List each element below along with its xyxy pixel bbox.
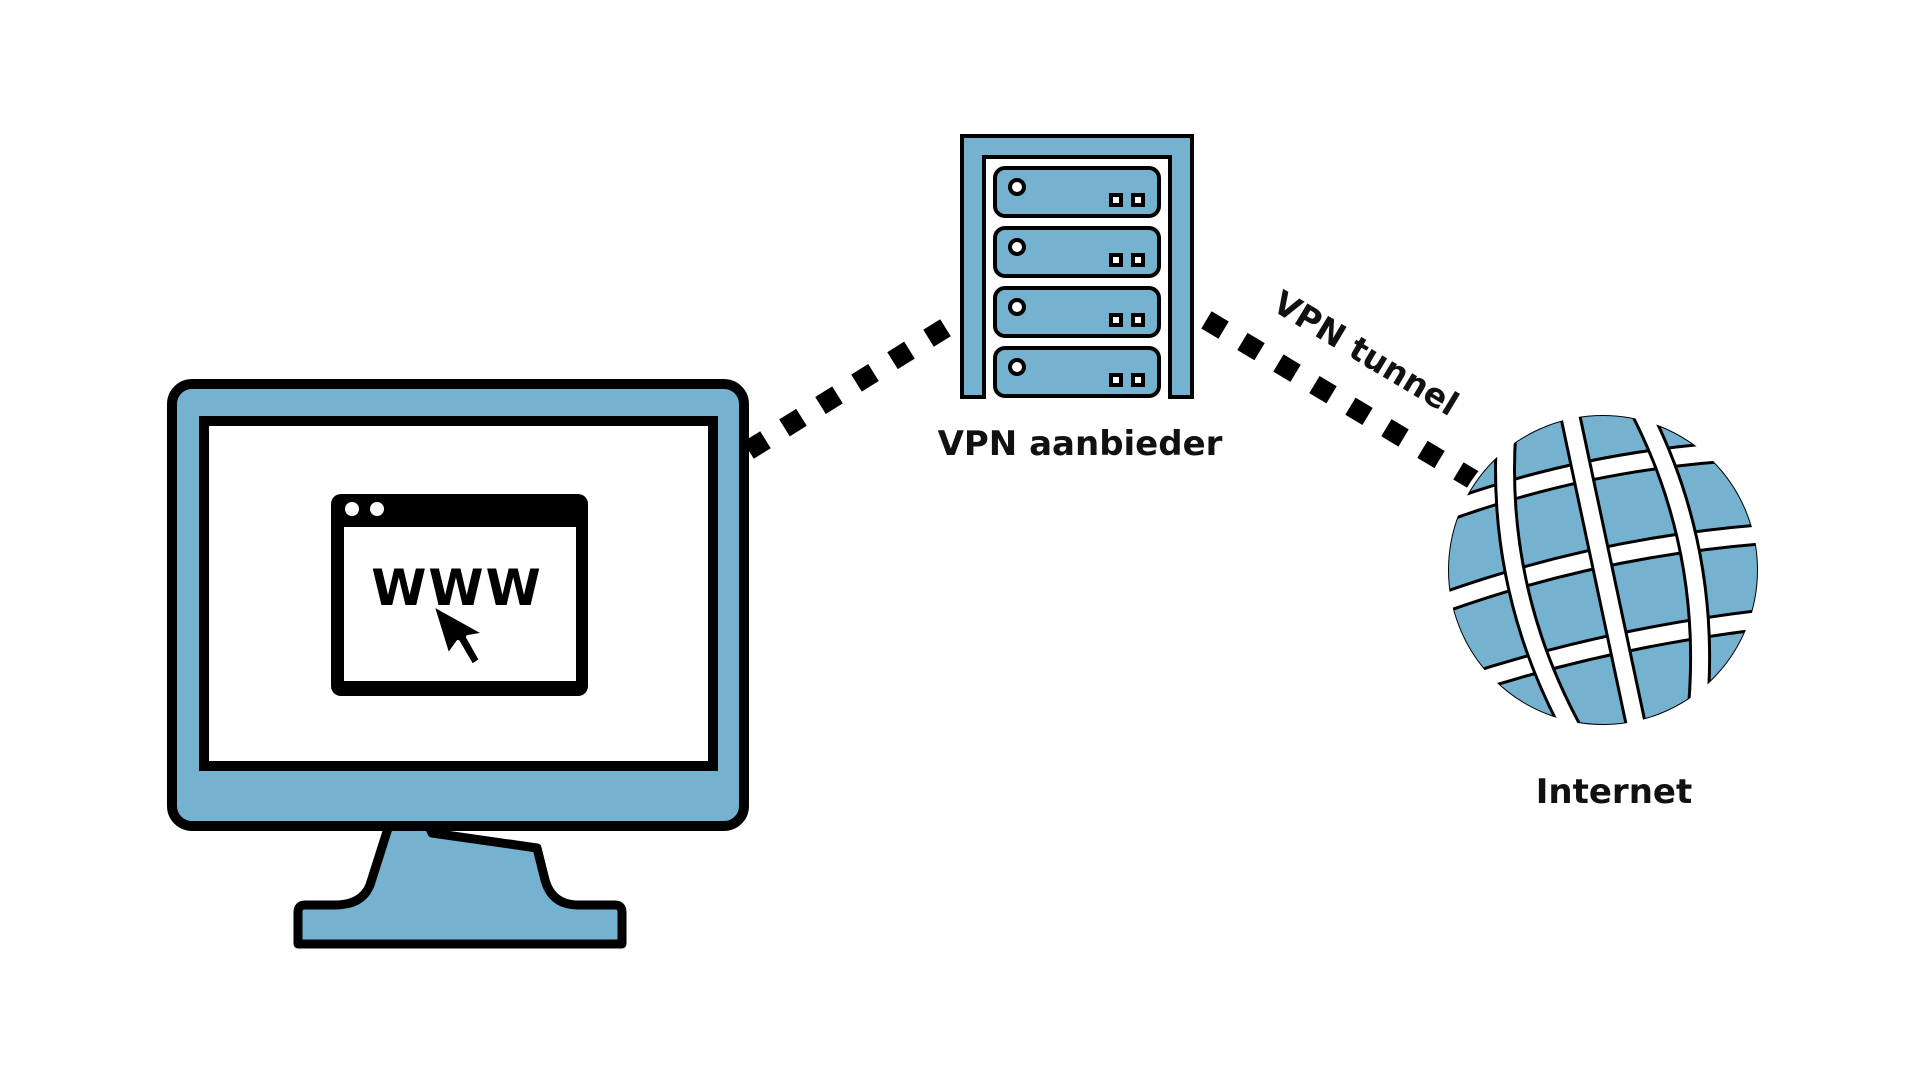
server-unit	[993, 346, 1161, 398]
connector-dot	[923, 319, 951, 347]
connector-dot	[1309, 375, 1337, 404]
connector-dot	[887, 341, 915, 370]
server-rack-icon	[960, 134, 1194, 399]
power-led-icon	[1008, 238, 1026, 256]
connector-dot	[815, 386, 843, 414]
connector-dot	[1273, 354, 1301, 382]
www-text: WWW	[371, 559, 542, 617]
connector-dot	[851, 364, 879, 392]
tunnel-label: VPN tunnel	[1266, 283, 1465, 424]
connector-dot	[1237, 332, 1265, 361]
cursor-arrow-icon	[430, 602, 488, 668]
power-led-icon	[1008, 358, 1026, 376]
status-light-icon	[1109, 313, 1123, 327]
dotted-connection-server-internet	[1201, 311, 1481, 490]
power-led-icon	[1008, 298, 1026, 316]
status-light-icon	[1109, 373, 1123, 387]
connector-dot	[779, 408, 807, 437]
server-unit	[993, 226, 1161, 278]
connector-dot	[1417, 440, 1445, 469]
status-light-icon	[1131, 253, 1145, 267]
browser-window-icon: WWW	[331, 494, 588, 696]
status-light-icon	[1109, 253, 1123, 267]
status-light-icon	[1131, 193, 1145, 207]
dotted-connection-computer-server	[743, 319, 951, 459]
window-dot	[345, 502, 359, 516]
connector-dot	[1381, 419, 1409, 447]
connector-dot	[1345, 397, 1373, 426]
status-light-icon	[1131, 313, 1145, 327]
computer-icon: WWW	[167, 379, 749, 949]
rack-frame	[960, 134, 1194, 399]
connector-dot	[1201, 311, 1229, 339]
server-unit	[993, 286, 1161, 338]
status-light-icon	[1109, 193, 1123, 207]
monitor-stand	[293, 817, 627, 949]
connector-dot	[743, 431, 771, 459]
status-light-icon	[1131, 373, 1145, 387]
server-label: VPN aanbieder	[938, 424, 1223, 464]
globe-icon	[1444, 411, 1762, 729]
power-led-icon	[1008, 178, 1026, 196]
internet-label: Internet	[1536, 772, 1692, 812]
server-unit	[993, 166, 1161, 218]
window-dot	[370, 502, 384, 516]
